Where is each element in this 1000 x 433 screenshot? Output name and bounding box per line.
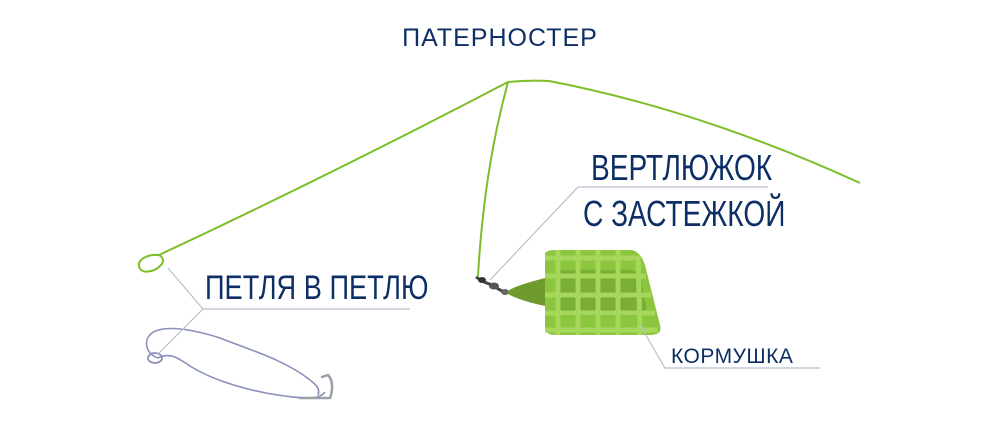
swivel-label-line2: С ЗАСТЕЖКОЙ [583,193,786,234]
loop-label: ПЕТЛЯ В ПЕТЛЮ [205,269,429,307]
feeder-pointer [639,324,820,369]
swivel-label-line1: ВЕРТЛЮЖОК [591,147,773,188]
main-line [158,79,861,256]
feeder-leader [477,81,509,277]
feeder-cage-icon [508,250,661,336]
swivel-icon [475,275,509,295]
hook-icon [145,327,334,400]
loop-pointer [157,267,410,355]
page-title: ПАТЕРНОСТЕР [402,24,598,52]
swivel-pointer [489,186,768,281]
loop-knot [137,253,164,273]
feeder-label: КОРМУШКА [671,345,794,368]
